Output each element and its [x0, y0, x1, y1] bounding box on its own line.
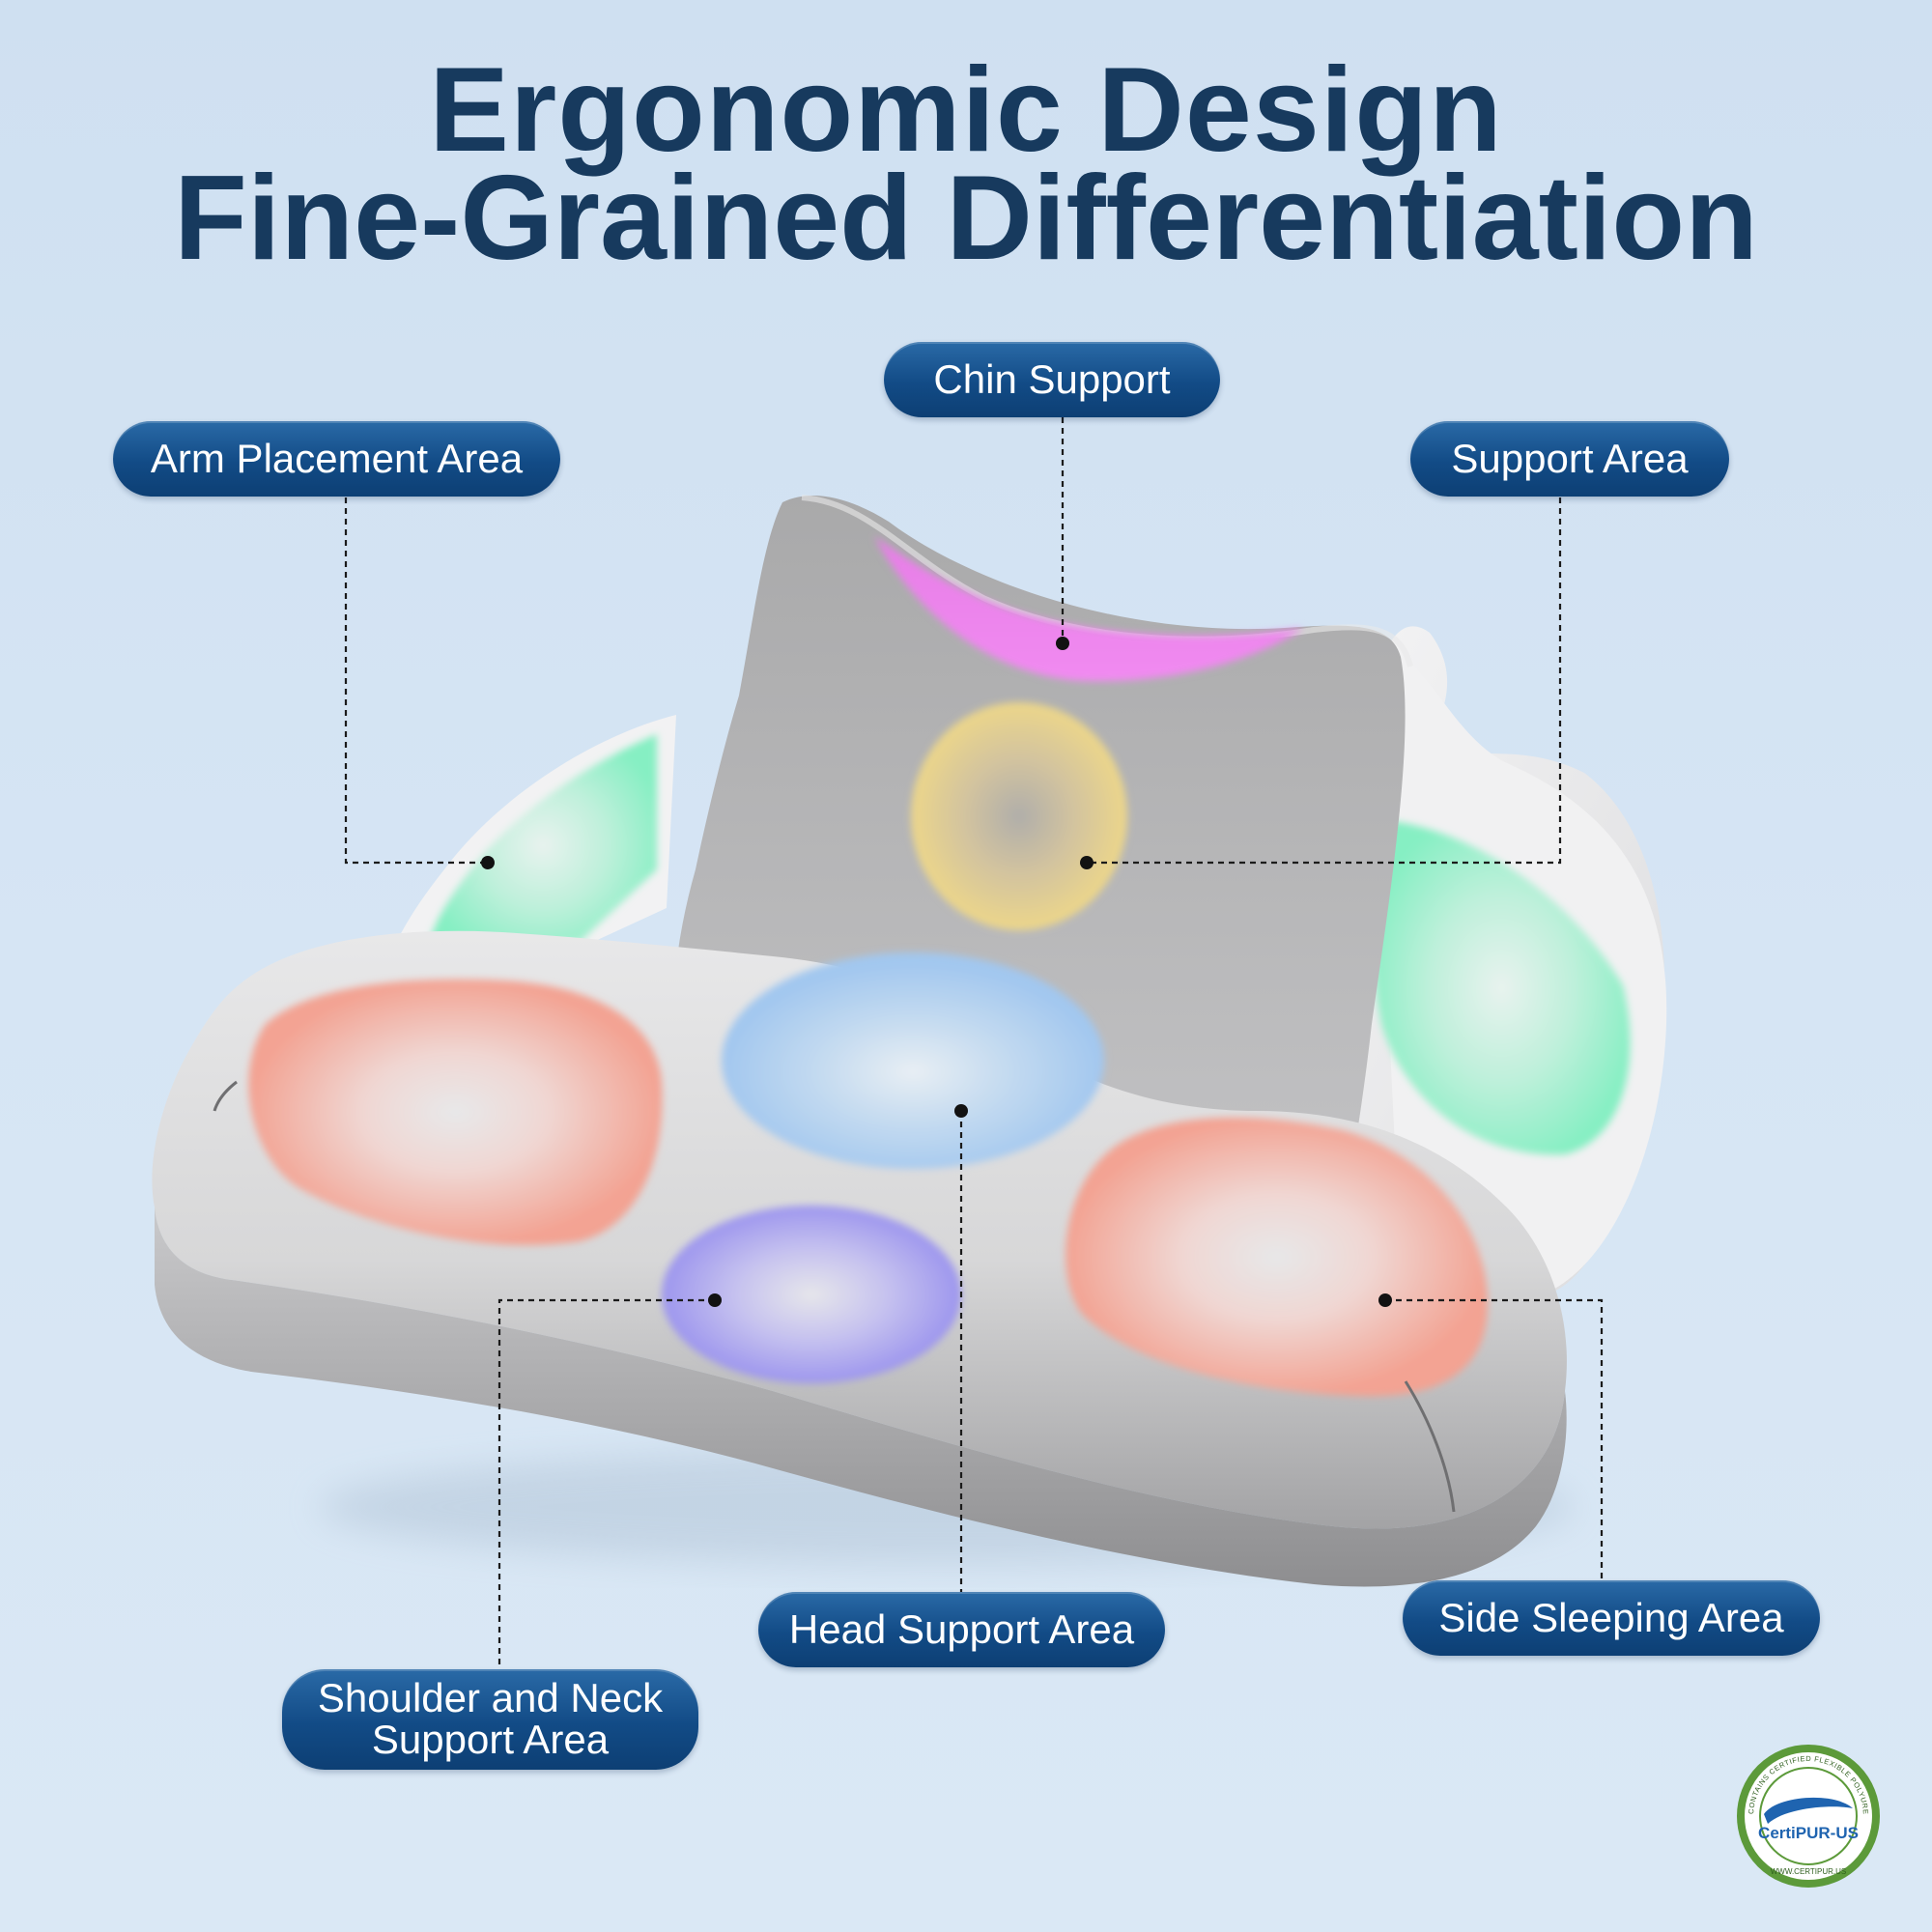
label-side-sleeping: Side Sleeping Area: [1403, 1580, 1820, 1656]
badge-url: WWW.CERTIPUR.US: [1771, 1867, 1847, 1876]
leader-support: [1087, 497, 1562, 865]
leader-arm: [344, 497, 488, 865]
headline-line-1: Ergonomic Design: [429, 43, 1503, 177]
dot-chin: [1056, 637, 1069, 650]
badge-logo-text: CertiPUR-US: [1758, 1824, 1859, 1842]
left-green-zone: [428, 734, 657, 956]
label-side-text: Side Sleeping Area: [1438, 1594, 1784, 1640]
dot-side: [1378, 1293, 1392, 1307]
support-zone: [911, 702, 1127, 930]
label-support-area: Support Area: [1410, 421, 1729, 497]
badge-blue-swoosh: [1764, 1797, 1853, 1824]
right-pink-zone: [1065, 1117, 1488, 1397]
head-zone: [722, 952, 1104, 1169]
label-arm-placement: Arm Placement Area: [113, 421, 560, 497]
label-arm-text: Arm Placement Area: [150, 435, 524, 481]
leader-shoulder: [497, 1298, 715, 1669]
label-shoulder-text-1: Shoulder and Neck: [317, 1675, 664, 1721]
leader-dots: [481, 637, 1392, 1307]
shoulder-zone: [662, 1206, 961, 1383]
label-chin-text: Chin Support: [933, 355, 1171, 402]
front-bolster-side: [155, 1208, 1567, 1587]
label-shoulder-neck: Shoulder and Neck Support Area: [282, 1669, 698, 1770]
leader-lines: [344, 417, 1604, 1669]
dot-arm: [481, 856, 495, 869]
dot-shoulder: [708, 1293, 722, 1307]
seam-left: [213, 1080, 238, 1112]
left-pink-zone: [248, 979, 663, 1245]
right-green-zone: [1373, 821, 1631, 1155]
dot-head: [954, 1104, 968, 1118]
label-head-support: Head Support Area: [758, 1592, 1165, 1667]
headline-line-2: Fine-Grained Differentiation: [174, 152, 1758, 285]
seam-front: [1404, 1380, 1456, 1513]
leader-side: [1385, 1298, 1604, 1580]
label-head-text: Head Support Area: [788, 1605, 1135, 1652]
badge-inner-ring: [1759, 1767, 1858, 1865]
dot-support: [1080, 856, 1094, 869]
label-support-text: Support Area: [1451, 435, 1689, 481]
label-shoulder-text-2: Support Area: [371, 1717, 610, 1762]
label-chin-support: Chin Support: [884, 342, 1220, 417]
chin-zone: [874, 536, 1304, 682]
